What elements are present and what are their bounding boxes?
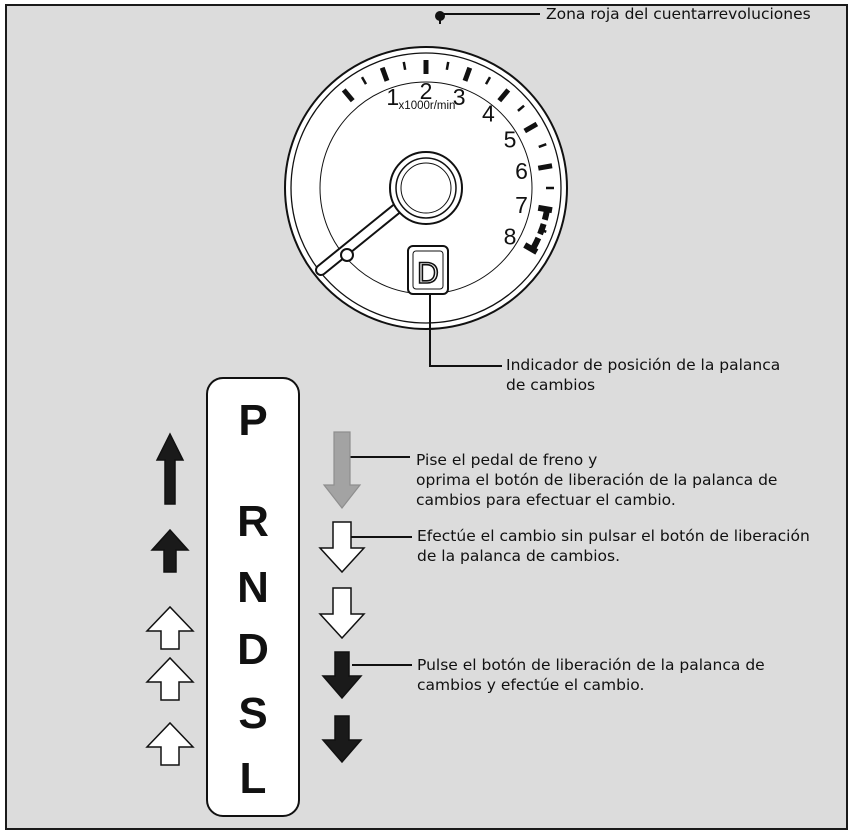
callout-gear-indicator: Indicador de posición de la palanca de c… bbox=[506, 356, 781, 394]
minor-tick bbox=[538, 143, 547, 149]
down-arrow-white bbox=[318, 587, 366, 640]
minor-tick bbox=[445, 61, 450, 71]
tachometer-unit-label: x1000r/min bbox=[399, 100, 456, 112]
tachometer-needle bbox=[315, 200, 406, 276]
down-arrows bbox=[318, 431, 366, 764]
major-tick bbox=[379, 66, 390, 82]
tachometer-number: 5 bbox=[504, 127, 517, 153]
major-tick bbox=[341, 88, 355, 103]
minor-tick bbox=[517, 104, 525, 112]
tachometer-ticks bbox=[341, 60, 554, 255]
minor-tick bbox=[484, 76, 492, 85]
tachometer-inner-ring bbox=[290, 52, 562, 324]
gear-selector-panel bbox=[206, 377, 300, 817]
callout-press-button: Pulse el botón de liberación de la palan… bbox=[417, 656, 765, 694]
gear-indicator-letter: D bbox=[417, 257, 439, 290]
major-tick bbox=[523, 121, 539, 134]
gear-position-d: D bbox=[237, 625, 269, 674]
tachometer-number: 4 bbox=[482, 101, 495, 127]
minor-tick bbox=[360, 76, 368, 85]
up-arrow-black-large bbox=[155, 432, 185, 505]
down-arrow-gray bbox=[322, 431, 362, 509]
up-arrows bbox=[145, 432, 195, 766]
redline-marker bbox=[435, 11, 445, 21]
down-arrow-black bbox=[321, 715, 363, 764]
callout-brake-and-button: Pise el pedal de freno y oprima el botón… bbox=[416, 451, 778, 509]
down-arrow-white bbox=[318, 521, 366, 574]
gear-position-n: N bbox=[237, 563, 269, 612]
major-tick bbox=[523, 242, 539, 255]
minor-tick bbox=[402, 61, 407, 71]
down-arrow-black bbox=[321, 651, 363, 700]
gear-position-s: S bbox=[238, 689, 268, 738]
major-tick bbox=[537, 163, 553, 171]
callout-redline: Zona roja del cuentarrevoluciones bbox=[546, 5, 811, 23]
gear-position-l: L bbox=[239, 754, 267, 803]
major-tick bbox=[497, 88, 511, 103]
leader-gear-indicator bbox=[429, 294, 502, 367]
tachometer-number: 2 bbox=[420, 78, 433, 104]
up-arrow-white bbox=[145, 605, 195, 650]
redline-segment bbox=[530, 236, 542, 250]
tachometer-number: 1 bbox=[386, 84, 399, 110]
tachometer-number: 7 bbox=[515, 192, 528, 218]
redline-segment bbox=[537, 223, 547, 236]
up-arrow-black bbox=[150, 528, 190, 573]
leader-redline bbox=[439, 13, 540, 24]
redline-segment bbox=[541, 208, 551, 221]
tachometer-number: 8 bbox=[504, 224, 517, 250]
up-arrow-white bbox=[145, 656, 195, 701]
gear-position-r: R bbox=[237, 497, 269, 546]
callout-no-button: Efectúe el cambio sin pulsar el botón de… bbox=[417, 527, 810, 565]
major-tick bbox=[462, 66, 473, 82]
tachometer-number: 3 bbox=[453, 84, 466, 110]
gear-position-p: P bbox=[238, 396, 268, 445]
up-arrow-white bbox=[145, 721, 195, 766]
tachometer-number: 6 bbox=[515, 158, 528, 184]
